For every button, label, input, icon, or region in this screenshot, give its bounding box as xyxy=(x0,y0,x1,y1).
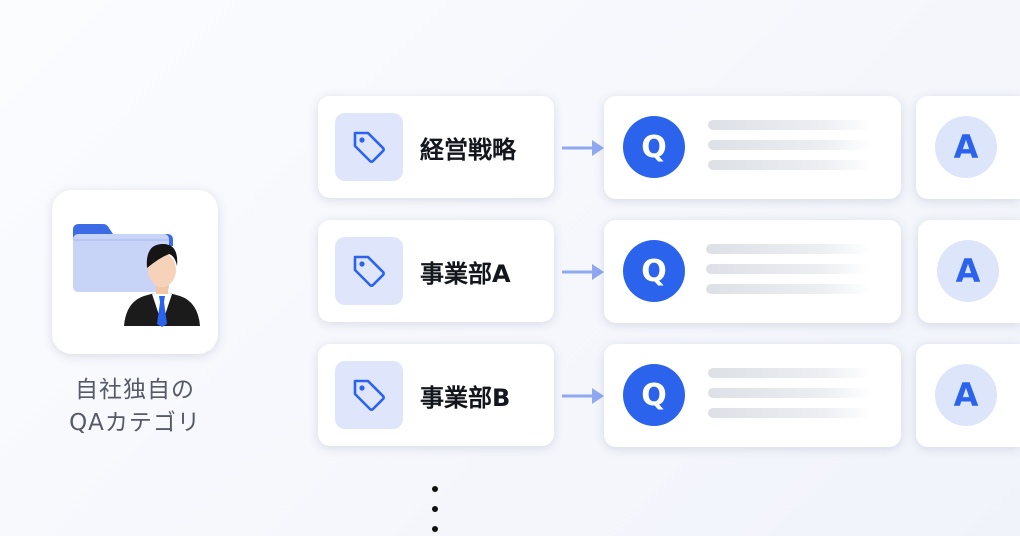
question-card-3[interactable]: Q xyxy=(604,344,901,447)
text-placeholder-line xyxy=(708,388,872,398)
arrow-right-icon xyxy=(562,388,604,404)
arrow-right-icon xyxy=(562,140,604,156)
text-placeholder-line xyxy=(708,368,872,378)
folder-icon xyxy=(73,224,173,292)
tag-icon xyxy=(335,361,403,429)
category-card-1[interactable]: 経営戦略 xyxy=(318,96,554,198)
text-placeholder-line xyxy=(706,244,870,254)
answer-badge: A xyxy=(935,116,997,178)
category-card-2[interactable]: 事業部A xyxy=(318,220,554,322)
more-dot xyxy=(432,486,438,492)
answer-badge: A xyxy=(935,364,997,426)
category-card-3[interactable]: 事業部B xyxy=(318,344,554,446)
category-label: 事業部B xyxy=(420,384,511,412)
question-card-2[interactable]: Q xyxy=(604,220,901,323)
text-placeholder-line xyxy=(706,264,870,274)
arrow-right-icon xyxy=(562,264,604,280)
text-placeholder-line xyxy=(708,160,872,170)
question-card-1[interactable]: Q xyxy=(604,96,901,199)
more-dot xyxy=(432,526,438,532)
qa-category-app-icon xyxy=(52,190,218,354)
text-placeholder-line xyxy=(708,408,872,418)
app-caption-line1: 自社独自の xyxy=(75,377,195,403)
answer-card-1[interactable]: A xyxy=(916,96,1020,199)
question-badge: Q xyxy=(623,116,685,178)
text-placeholder-line xyxy=(708,120,872,130)
app-caption-line2: QAカテゴリ xyxy=(69,410,201,436)
businessman-icon xyxy=(124,244,200,327)
tag-icon xyxy=(335,237,403,305)
text-placeholder-line xyxy=(706,284,870,294)
tag-icon xyxy=(335,113,403,181)
question-badge: Q xyxy=(623,364,685,426)
question-badge: Q xyxy=(623,240,685,302)
answer-badge: A xyxy=(937,240,999,302)
category-label: 事業部A xyxy=(420,260,511,288)
more-dot xyxy=(432,506,438,512)
app-caption: 自社独自の QAカテゴリ xyxy=(30,374,240,440)
answer-card-3[interactable]: A xyxy=(916,344,1020,447)
category-label: 経営戦略 xyxy=(420,136,516,164)
text-placeholder-line xyxy=(708,140,872,150)
answer-card-2[interactable]: A xyxy=(918,220,1020,323)
